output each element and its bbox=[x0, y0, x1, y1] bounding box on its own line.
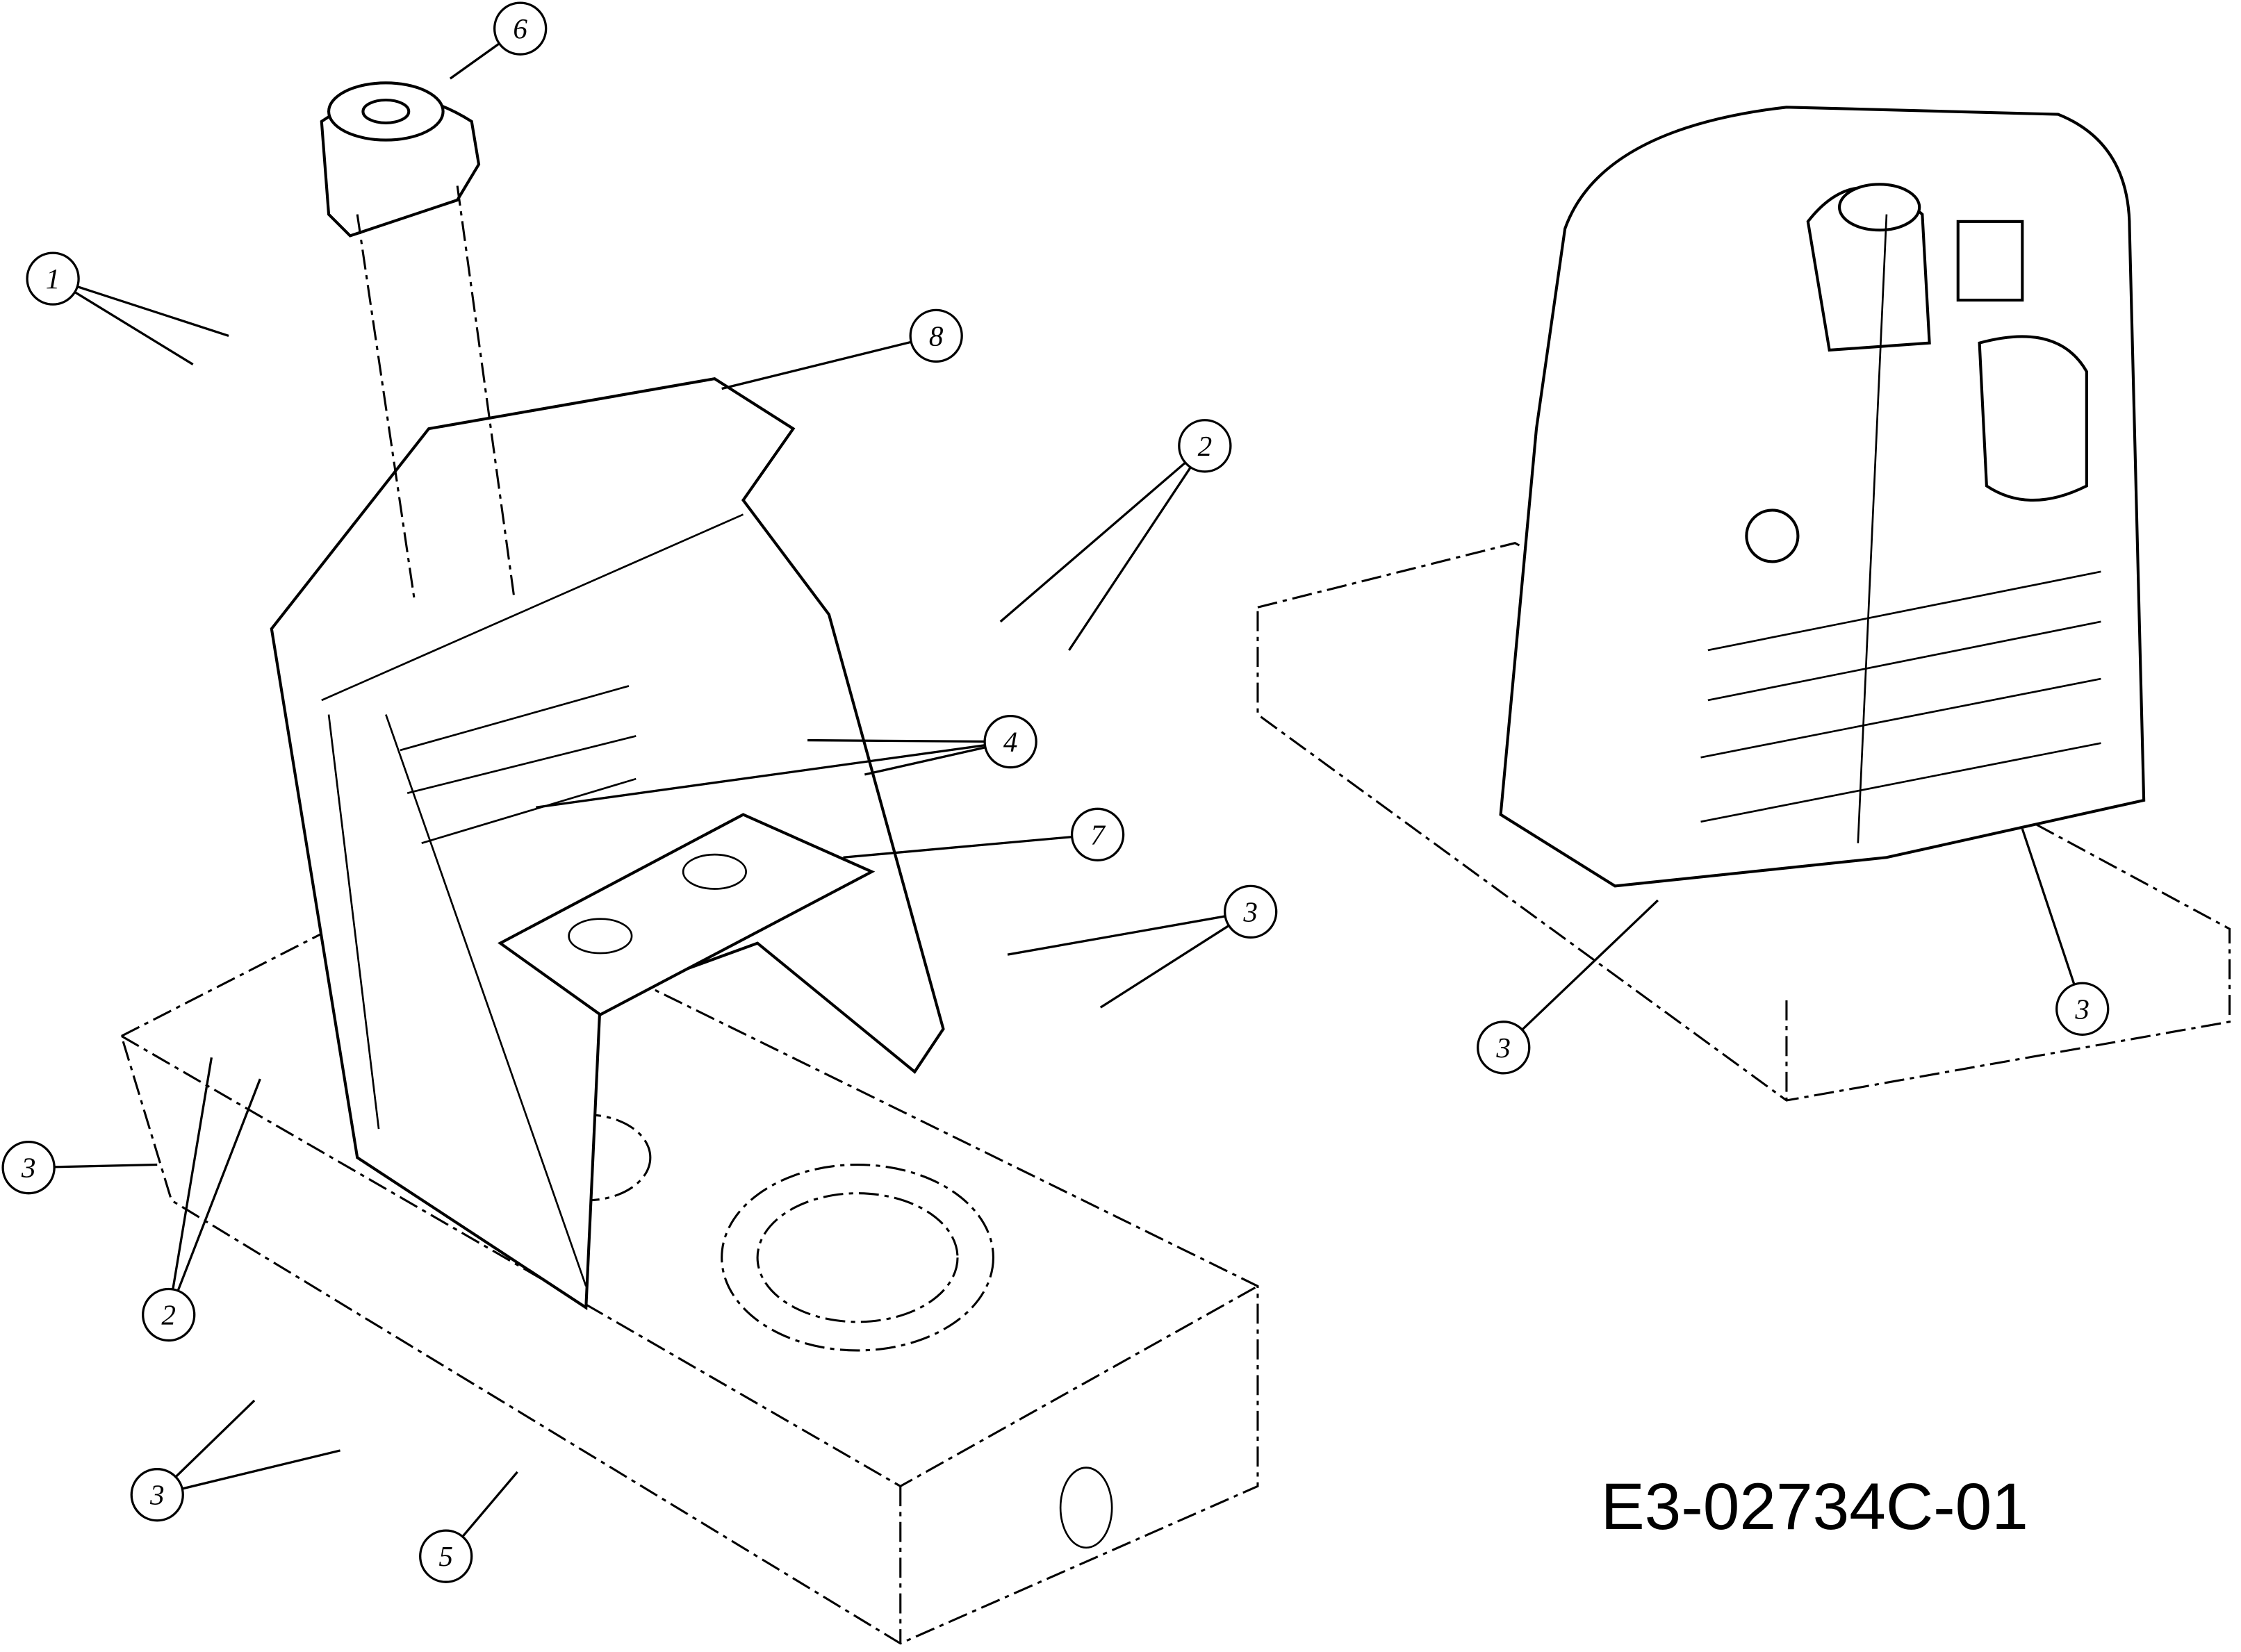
callout-number: 3 bbox=[21, 1152, 36, 1184]
callout-number: 6 bbox=[513, 13, 527, 44]
callout-6: 6 bbox=[449, 1, 548, 80]
callout-8: 8 bbox=[721, 308, 963, 390]
callout-circle bbox=[1178, 419, 1232, 473]
leader-line bbox=[1099, 911, 1251, 1009]
callout-2: 2 bbox=[999, 419, 1232, 651]
callout-4: 4 bbox=[536, 714, 1037, 809]
callout-3: 3 bbox=[130, 1399, 340, 1522]
callout-5: 5 bbox=[419, 1471, 518, 1583]
bracket bbox=[497, 813, 876, 1016]
callout-number: 3 bbox=[1242, 895, 1258, 927]
leader-line bbox=[807, 738, 1011, 743]
leader-line bbox=[2021, 828, 2084, 1009]
callout-3: 3 bbox=[2021, 828, 2110, 1036]
leader-line bbox=[1502, 899, 1659, 1049]
callout-circle bbox=[2055, 982, 2110, 1036]
callout-circle bbox=[130, 1468, 184, 1522]
leader-line bbox=[843, 833, 1098, 859]
callout-number: 3 bbox=[2074, 993, 2090, 1025]
callout-7: 7 bbox=[843, 807, 1125, 862]
callout-circle bbox=[909, 308, 963, 363]
callout-number: 3 bbox=[1495, 1032, 1511, 1064]
callout-1: 1 bbox=[26, 251, 229, 365]
callout-circle bbox=[419, 1529, 473, 1583]
callout-3: 3 bbox=[1007, 884, 1278, 1009]
leader-line bbox=[1007, 910, 1251, 956]
callout-number: 4 bbox=[1003, 726, 1018, 758]
leader-line bbox=[536, 741, 1011, 809]
callout-circle bbox=[1070, 807, 1125, 862]
callout-circle bbox=[983, 714, 1037, 769]
leader-line bbox=[156, 1449, 340, 1496]
leader-line bbox=[999, 445, 1206, 623]
callout-circle bbox=[26, 251, 80, 306]
callout-3: 3 bbox=[1, 1140, 158, 1195]
callout-number: 8 bbox=[929, 320, 944, 352]
callout-number: 1 bbox=[46, 263, 60, 295]
callout-number: 5 bbox=[438, 1540, 453, 1572]
leader-line bbox=[52, 277, 194, 365]
leader-line bbox=[167, 1057, 213, 1315]
callout-number: 7 bbox=[1090, 818, 1106, 850]
drawing-code: E3-02734C-01 bbox=[1601, 1470, 2028, 1544]
callout-circle bbox=[1223, 884, 1278, 939]
callout-number: 2 bbox=[1198, 430, 1213, 462]
dashboard-assembled bbox=[1499, 106, 2146, 888]
leader-line bbox=[167, 1078, 261, 1316]
steering-column-cover bbox=[320, 81, 516, 601]
callouts: 6 1 8 2 4 7 3 3 2 3 5 3 3 bbox=[1, 1, 2110, 1583]
leader-line bbox=[721, 334, 937, 390]
dashboard-panel bbox=[270, 377, 945, 1310]
callout-circle bbox=[1477, 1021, 1531, 1075]
callout-circle bbox=[142, 1287, 196, 1342]
callout-3: 3 bbox=[1477, 899, 1659, 1075]
frame-assembled bbox=[1256, 542, 2231, 1102]
callout-2: 2 bbox=[142, 1057, 261, 1342]
leader-line bbox=[1068, 445, 1206, 651]
callout-circle bbox=[493, 1, 548, 56]
callout-circle bbox=[1, 1140, 56, 1195]
leader-line bbox=[52, 277, 229, 337]
callout-number: 2 bbox=[161, 1299, 176, 1331]
frame-exploded bbox=[120, 877, 1259, 1645]
callout-number: 3 bbox=[149, 1479, 165, 1511]
